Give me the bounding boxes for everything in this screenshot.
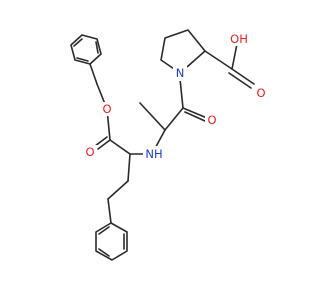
ch2-to-phenyl-bond xyxy=(107,198,112,224)
ester-carbonyl-oxygen-label: O xyxy=(83,145,97,159)
amide-oxygen-label: O xyxy=(205,113,219,127)
phenyl-ring xyxy=(95,222,128,261)
amide-carbonyl-double-bond-2 xyxy=(184,111,206,122)
amine-label: NH xyxy=(143,146,165,162)
svg-text:OH: OH xyxy=(230,32,248,46)
alanine-methyl-bond xyxy=(139,102,166,131)
svg-text:NH: NH xyxy=(145,147,162,161)
ester-carbonyl-double-bond xyxy=(97,139,111,150)
amide-carbon-to-nitrogen-bond xyxy=(179,78,184,109)
svg-text:O: O xyxy=(256,86,265,100)
benzyl-ring-to-ch2-bond xyxy=(89,63,98,85)
carboxyl-double-bond-2 xyxy=(228,72,252,89)
alpha-carbon-to-ch2-bond xyxy=(127,153,131,182)
carbonyl-to-alpha-carbon-bond xyxy=(109,139,131,155)
alanine-to-amide-carbon-bond xyxy=(164,107,184,131)
svg-text:O: O xyxy=(207,113,216,127)
svg-text:O: O xyxy=(85,145,94,159)
ch2-to-ch2-bond xyxy=(107,180,129,200)
ester-carbonyl-double-bond-2 xyxy=(94,136,108,147)
ring-to-carboxyl-bond xyxy=(204,50,233,70)
benzyl-phenyl-ring xyxy=(70,34,102,65)
carboxyl-to-hydroxyl-bond xyxy=(231,43,238,70)
ring-nitrogen-label: N xyxy=(173,66,187,81)
pyrrolidine-ring xyxy=(160,29,206,74)
acid-hydroxyl-label: OH xyxy=(228,32,250,46)
svg-text:O: O xyxy=(102,102,111,116)
acid-carbonyl-oxygen-label: O xyxy=(254,86,268,100)
amide-carbonyl-double-bond xyxy=(182,107,208,119)
chemical-structure: O O NH O N OH O xyxy=(70,29,268,261)
ester-oxygen-label: O xyxy=(100,102,114,116)
svg-text:N: N xyxy=(176,66,185,80)
carboxyl-double-bond xyxy=(231,68,255,85)
